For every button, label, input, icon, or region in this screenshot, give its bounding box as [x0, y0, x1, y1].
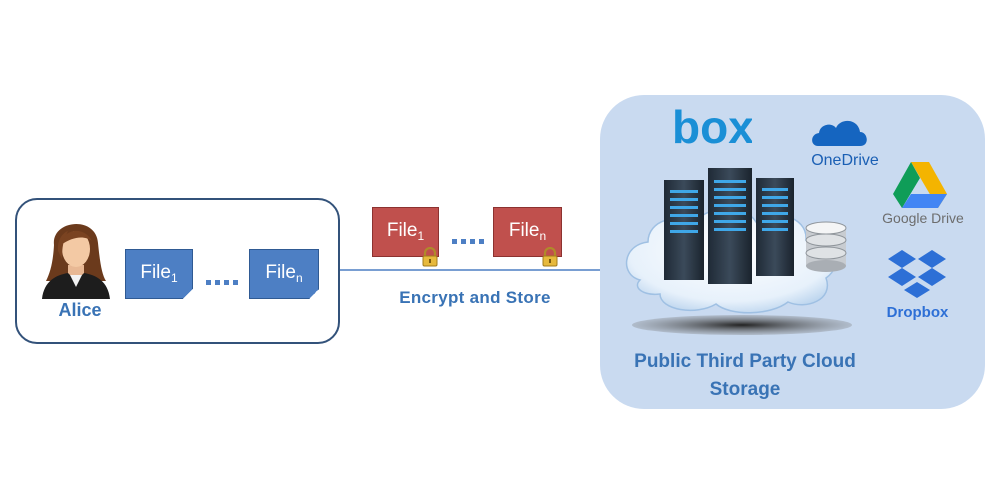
- dropbox-icon: [888, 250, 946, 298]
- file-label: File: [265, 262, 296, 283]
- user-avatar-icon: [42, 224, 110, 299]
- user-name: Alice: [58, 300, 102, 320]
- file-label: File: [508, 220, 540, 241]
- folded-corner: [309, 289, 319, 299]
- encrypt-store-label: Encrypt and Store: [399, 288, 551, 307]
- onedrive-label: OneDrive: [811, 152, 879, 169]
- onedrive-cloud-icon: [812, 120, 867, 146]
- box-logo-text: box: [672, 107, 752, 151]
- file-label: File: [140, 262, 171, 283]
- file-subscript: 1: [417, 229, 425, 243]
- google-drive-icon: [893, 162, 947, 208]
- cloud-server-illustration: [625, 168, 852, 335]
- box-logo-icon: box: [672, 107, 752, 151]
- folded-corner: [183, 289, 193, 299]
- google-drive-label: Google Drive: [882, 210, 964, 226]
- file-subscript: n: [539, 229, 547, 243]
- lock-icon: [542, 247, 558, 267]
- encrypted-file-last: Filen: [493, 207, 562, 257]
- cloud-storage-title: Public Third Party Cloud Storage: [620, 348, 870, 404]
- lock-icon: [422, 247, 438, 267]
- file-subscript: 1: [170, 271, 178, 285]
- ellipsis-dots: [206, 272, 242, 285]
- encrypt-store-arrow: [340, 265, 626, 275]
- ellipsis-dots: [452, 231, 488, 244]
- dropbox-label: Dropbox: [886, 304, 949, 321]
- cloud-title-line1: Public Third Party Cloud: [634, 351, 856, 372]
- file-subscript: n: [295, 271, 303, 285]
- plain-file-last: Filen: [249, 249, 319, 299]
- plain-file-first: File1: [125, 249, 193, 299]
- cloud-title-line2: Storage: [709, 379, 781, 400]
- file-label: File: [386, 220, 418, 241]
